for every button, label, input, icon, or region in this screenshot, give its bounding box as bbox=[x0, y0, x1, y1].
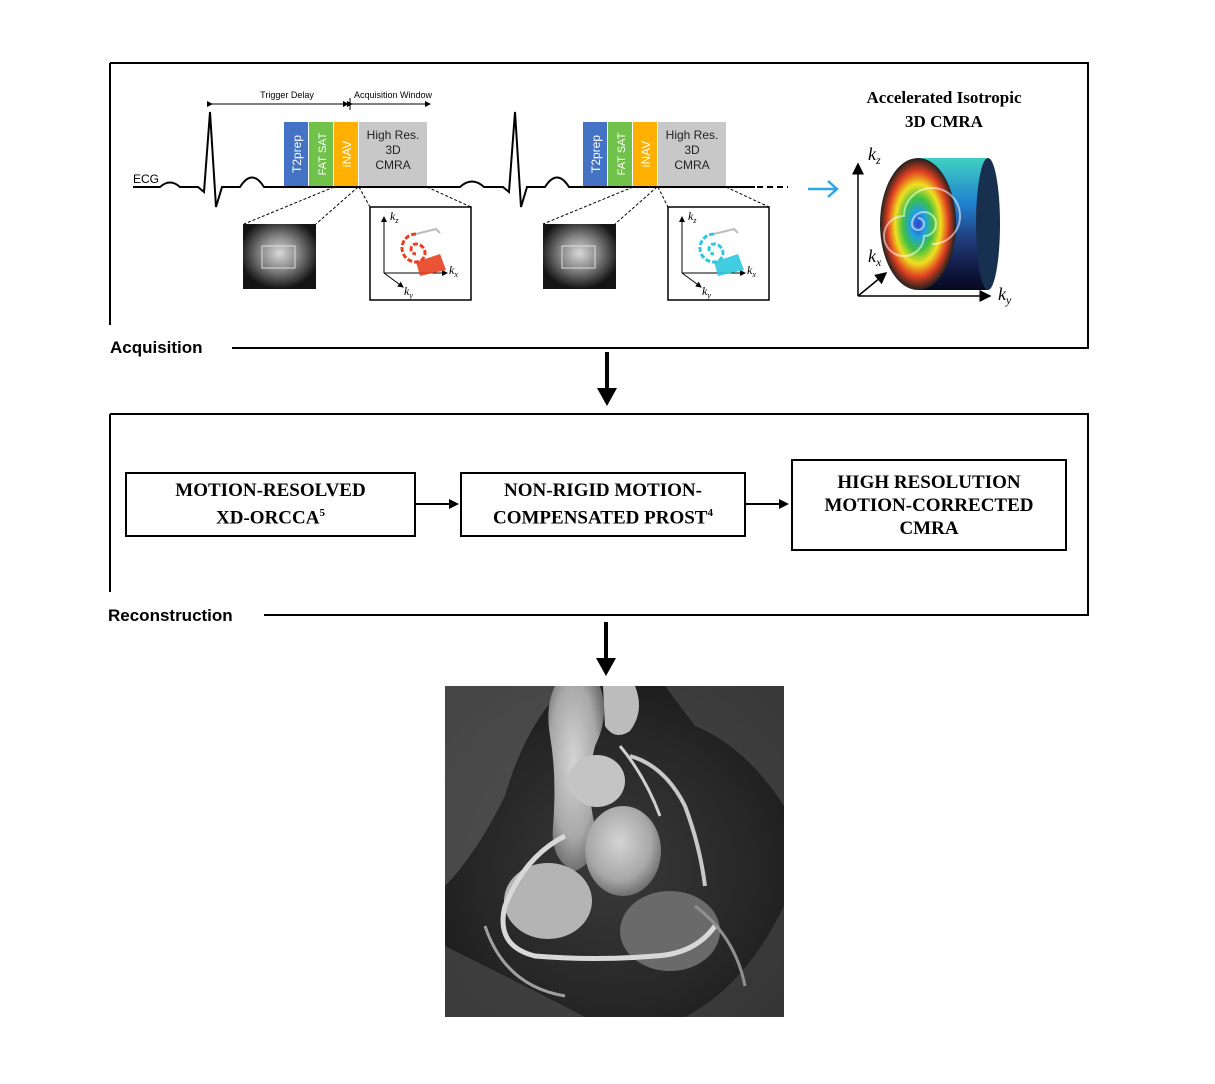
sequence-blocks-2: T2prep FAT SAT iNAV High Res. 3D CMRA bbox=[583, 122, 726, 186]
svg-text:CMRA: CMRA bbox=[375, 158, 410, 172]
down-arrow-2 bbox=[596, 622, 616, 676]
blue-arrow bbox=[808, 180, 839, 198]
inav-image-1 bbox=[243, 224, 316, 289]
svg-text:ky: ky bbox=[998, 284, 1012, 307]
cmra-result-image bbox=[445, 686, 784, 1017]
inav-block-2 bbox=[633, 122, 657, 186]
kspace-3d-cylinder: kz kx ky bbox=[852, 144, 1012, 307]
reconstruction-panel bbox=[109, 413, 1089, 616]
highres-block-2 bbox=[658, 122, 726, 186]
svg-text:iNAV: iNAV bbox=[340, 141, 354, 167]
trigger-delay-label: Trigger Delay bbox=[260, 90, 314, 100]
sequence-blocks-1: T2prep FAT SAT iNAV High Res. 3D CMRA bbox=[284, 122, 427, 186]
svg-text:iNAV: iNAV bbox=[639, 141, 653, 167]
step-motion-resolved: MOTION-RESOLVED XD-ORCCA5 bbox=[125, 472, 416, 537]
svg-text:kz: kz bbox=[390, 209, 399, 225]
fatsat-block-2 bbox=[608, 122, 632, 186]
svg-text:FAT SAT: FAT SAT bbox=[616, 132, 628, 175]
svg-text:ky: ky bbox=[702, 284, 711, 300]
result-title-line1: Accelerated Isotropic bbox=[867, 88, 1022, 107]
ecg-trace bbox=[133, 111, 755, 208]
highres-block-1 bbox=[359, 122, 427, 186]
svg-text:FAT SAT: FAT SAT bbox=[317, 132, 329, 175]
acquisition-frame bbox=[110, 62, 1089, 349]
svg-text:kz: kz bbox=[688, 209, 697, 225]
fatsat-block-1 bbox=[309, 122, 333, 186]
down-arrow-1 bbox=[597, 352, 617, 406]
step-nonrigid-prost: NON-RIGID MOTION- COMPENSATED PROST4 bbox=[460, 472, 746, 537]
t2prep-block-2 bbox=[583, 122, 607, 186]
svg-text:kx: kx bbox=[449, 263, 458, 279]
svg-text:3D: 3D bbox=[684, 143, 700, 157]
result-title-line2: 3D CMRA bbox=[905, 112, 984, 131]
svg-text:High Res.: High Res. bbox=[666, 128, 719, 142]
step-high-res-cmra: HIGH RESOLUTION MOTION-CORRECTED CMRA bbox=[791, 459, 1067, 551]
svg-text:kx: kx bbox=[747, 263, 756, 279]
reconstruction-frame bbox=[110, 413, 1089, 616]
svg-text:ky: ky bbox=[404, 284, 413, 300]
svg-text:High Res.: High Res. bbox=[367, 128, 420, 142]
svg-text:CMRA: CMRA bbox=[674, 158, 709, 172]
svg-text:kx: kx bbox=[868, 246, 882, 269]
ecg-label: ECG bbox=[133, 172, 159, 186]
svg-text:T2prep: T2prep bbox=[589, 135, 603, 173]
kspace-box-2: kz kx ky bbox=[667, 206, 770, 301]
svg-text:kz: kz bbox=[868, 144, 881, 167]
inav-block-1 bbox=[334, 122, 358, 186]
kspace-box-1: kz kx ky bbox=[369, 206, 472, 301]
acquisition-label: Acquisition bbox=[110, 338, 203, 357]
svg-text:3D: 3D bbox=[385, 143, 401, 157]
t2prep-block-1 bbox=[284, 122, 308, 186]
acq-window-label: Acquisition Window bbox=[354, 90, 433, 100]
svg-text:T2prep: T2prep bbox=[290, 135, 304, 173]
acquisition-panel: Trigger Delay Acquisition Window ECG T2p… bbox=[109, 62, 1089, 349]
inav-image-2 bbox=[543, 224, 616, 289]
reconstruction-label: Reconstruction bbox=[108, 606, 233, 625]
